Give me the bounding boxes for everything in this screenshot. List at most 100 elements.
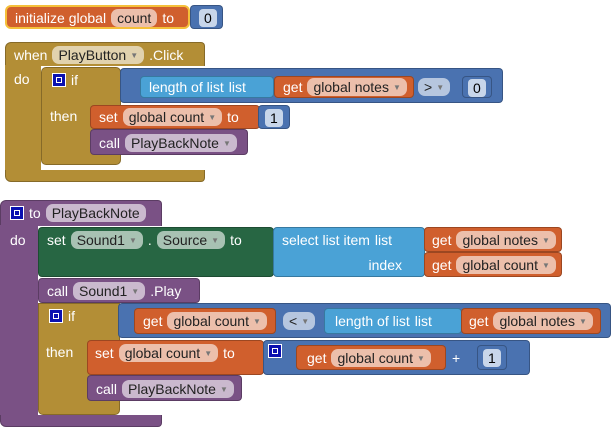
operator: < <box>289 313 298 329</box>
if-label: if <box>68 308 75 324</box>
dropdown-arrow-icon: ▼ <box>208 112 217 122</box>
dropdown-arrow-icon: ▼ <box>252 316 261 326</box>
get-label: get <box>432 232 452 248</box>
to-label: to <box>162 10 174 26</box>
variable-name: global notes <box>499 313 575 329</box>
dot-label: . <box>147 232 152 248</box>
mutator-icon[interactable] <box>52 73 66 87</box>
variable-dropdown[interactable]: global notes▼ <box>307 78 407 96</box>
get-label: get <box>283 79 303 95</box>
variable-name: global count <box>173 313 249 329</box>
variable-dropdown[interactable]: global notes▼ <box>493 312 593 330</box>
number-block[interactable]: 0 <box>462 76 492 98</box>
event-bottom <box>5 170 205 182</box>
dropdown-arrow-icon: ▼ <box>541 235 550 245</box>
index-label: index <box>368 257 402 273</box>
plus-label: + <box>452 350 461 366</box>
variable-dropdown[interactable]: global count▼ <box>331 349 431 367</box>
select-label: select list item <box>282 232 370 248</box>
component-name: PlayButton <box>58 47 127 63</box>
number-block[interactable]: 0 <box>190 5 223 29</box>
component-dropdown[interactable]: Sound1▼ <box>70 231 143 249</box>
operator: > <box>424 79 433 95</box>
procedure-bottom <box>0 415 162 427</box>
variable-name: global count <box>128 109 205 125</box>
number-value[interactable]: 1 <box>265 109 283 127</box>
then-label: then <box>46 344 74 360</box>
property-dropdown[interactable]: Source▼ <box>156 231 226 249</box>
variable-dropdown[interactable]: global count▼ <box>122 108 223 126</box>
procedure-name-field[interactable]: PlayBackNote <box>45 204 146 222</box>
variable-dropdown[interactable]: global notes▼ <box>456 231 556 249</box>
component-dropdown[interactable]: PlayButton▼ <box>52 46 145 64</box>
number-value[interactable]: 0 <box>468 79 486 97</box>
get-label: get <box>469 313 489 329</box>
list-label: list <box>374 232 393 248</box>
list-label: list <box>414 313 432 329</box>
call-label: call <box>99 135 121 151</box>
number-block[interactable]: 1 <box>477 345 507 370</box>
variable-name: global count <box>124 345 201 361</box>
dropdown-arrow-icon: ▼ <box>204 348 213 358</box>
dropdown-arrow-icon: ▼ <box>130 50 139 60</box>
get-label: get <box>143 313 163 329</box>
do-label: do <box>14 71 30 87</box>
variable-name: global count <box>462 257 538 273</box>
mutator-icon[interactable] <box>268 344 282 358</box>
number-value[interactable]: 0 <box>199 9 217 27</box>
dropdown-arrow-icon: ▼ <box>219 384 228 394</box>
procedure-dropdown[interactable]: PlayBackNote▼ <box>125 134 237 152</box>
mutator-icon[interactable] <box>10 206 24 220</box>
set-label: set <box>95 345 114 361</box>
variable-name: global notes <box>313 79 389 95</box>
if-label: if <box>71 72 78 88</box>
variable-name: global count <box>337 350 413 366</box>
dropdown-arrow-icon: ▼ <box>541 260 550 270</box>
dropdown-arrow-icon: ▼ <box>128 235 137 245</box>
operator-dropdown[interactable]: <▼ <box>283 312 316 330</box>
list-label: list <box>228 79 246 95</box>
component-name: Sound1 <box>79 283 128 299</box>
get-label: get <box>432 257 452 273</box>
when-label: when <box>14 47 48 63</box>
method-name: .Play <box>150 283 182 299</box>
procedure-name: PlayBackNote <box>131 135 219 151</box>
to-label: to <box>230 232 242 248</box>
number-block[interactable]: 1 <box>258 105 290 129</box>
variable-dropdown[interactable]: global count▼ <box>118 344 219 362</box>
then-label: then <box>50 108 78 124</box>
variable-dropdown[interactable]: global count▼ <box>167 312 267 330</box>
dropdown-arrow-icon: ▼ <box>416 353 425 363</box>
procedure-name: PlayBackNote <box>128 381 216 397</box>
variable-name-field[interactable]: count <box>111 9 158 27</box>
event-name: .Click <box>149 47 184 63</box>
call-label: call <box>96 381 118 397</box>
init-label: initialize global <box>15 10 107 26</box>
do-label: do <box>10 232 26 248</box>
length-label: length of list <box>149 79 224 95</box>
number-value[interactable]: 1 <box>483 349 501 367</box>
procedure-dropdown[interactable]: PlayBackNote▼ <box>122 380 234 398</box>
operator-dropdown[interactable]: >▼ <box>418 78 451 96</box>
dropdown-arrow-icon: ▼ <box>436 82 445 92</box>
mutator-icon[interactable] <box>49 309 63 323</box>
variable-dropdown[interactable]: global count▼ <box>456 256 556 274</box>
component-dropdown[interactable]: Sound1▼ <box>73 282 146 300</box>
to-label: to <box>29 205 41 221</box>
